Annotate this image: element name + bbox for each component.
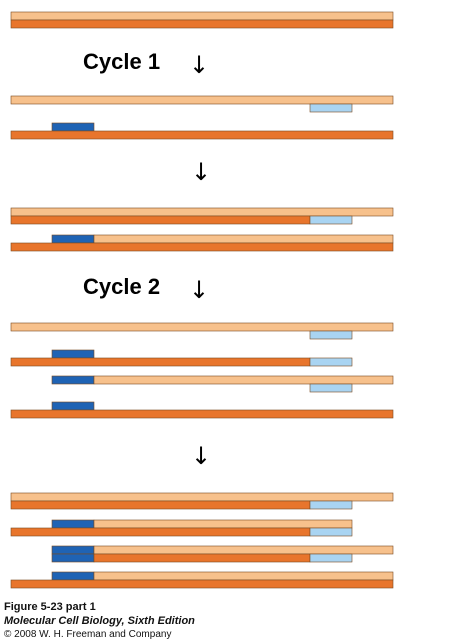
- step-arrow-2: ↓: [191, 442, 211, 470]
- figure-number: Figure 5-23 part 1: [4, 601, 96, 613]
- cycle-1-arrow: ↓: [189, 51, 209, 79]
- c2-strand2: [10, 357, 311, 367]
- p4-primer-dark: [51, 571, 95, 581]
- product2-bottom: [10, 242, 394, 252]
- book-title: Molecular Cell Biology, Sixth Edition: [4, 615, 195, 627]
- cycle-1-label: Cycle 1: [83, 49, 160, 74]
- c2-primer-dark-2: [51, 401, 95, 411]
- pcr-diagram: Cycle 1 ↓ ↓ Cycle 2 ↓ ↓: [10, 11, 394, 589]
- product2-primer-dark: [51, 234, 95, 244]
- c2-primer-dark-1: [51, 349, 95, 359]
- c2-strand2-primer-light: [309, 357, 353, 367]
- p1-primer-light: [309, 500, 353, 510]
- cycle-2-products: [10, 492, 394, 589]
- strand-bottom-single: [10, 130, 394, 140]
- p3-bottom: [93, 553, 311, 563]
- product1-bottom-extended: [10, 215, 311, 225]
- cycle-2-denatured: [10, 322, 394, 419]
- p3-top: [93, 545, 394, 555]
- c2-strand3-primer-dark: [51, 375, 95, 385]
- c2-strand1: [10, 322, 394, 332]
- copyright-line: © 2008 W. H. Freeman and Company: [4, 629, 172, 640]
- p2-top: [93, 519, 353, 529]
- p2-bottom: [10, 527, 311, 537]
- primer-light-1: [309, 103, 353, 113]
- primer-dark-1: [51, 122, 95, 132]
- p3-bottom-primer-dark: [51, 553, 95, 563]
- p3-primer-dark: [51, 545, 95, 555]
- p2-primer-dark: [51, 519, 95, 529]
- product1-top: [10, 207, 394, 217]
- strand-top-single: [10, 95, 394, 105]
- p1-bottom: [10, 500, 311, 510]
- cycle-1-products: [10, 207, 394, 252]
- c2-strand4: [10, 409, 394, 419]
- cycle-2-arrow: ↓: [189, 276, 209, 304]
- initial-bottom-strand: [10, 19, 394, 29]
- initial-dna-duplex: [10, 11, 394, 29]
- p1-top: [10, 492, 394, 502]
- cycle-2-label: Cycle 2: [83, 274, 160, 299]
- c2-primer-light-2: [309, 383, 353, 393]
- product1-primer-light: [309, 215, 353, 225]
- step-arrow-1: ↓: [191, 158, 211, 186]
- initial-top-strand: [10, 11, 394, 21]
- product2-top-extended: [93, 234, 394, 244]
- p2-primer-light: [309, 527, 353, 537]
- c2-strand3: [93, 375, 394, 385]
- cycle-1-denatured: [10, 95, 394, 140]
- c2-primer-light-1: [309, 330, 353, 340]
- p4-top: [93, 571, 394, 581]
- p4-bottom: [10, 579, 394, 589]
- p3-primer-light: [309, 553, 353, 563]
